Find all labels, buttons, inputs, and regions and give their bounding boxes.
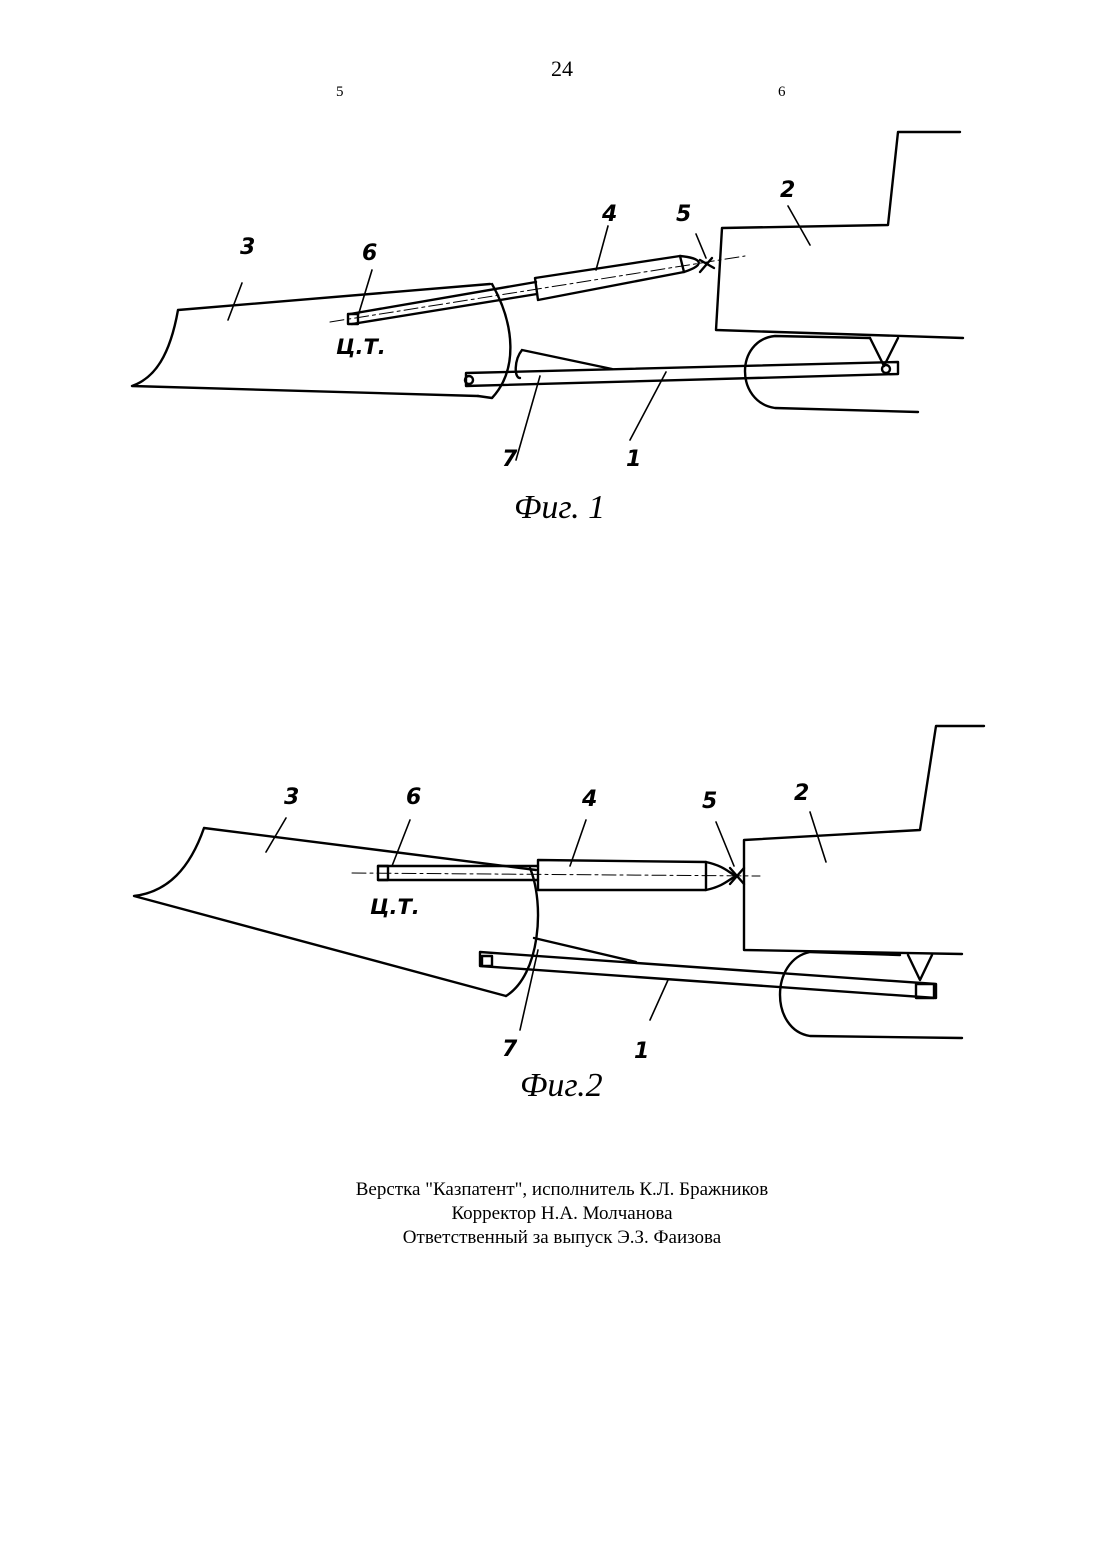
- fig1-label-3: 3: [240, 235, 255, 260]
- fig2-label-7: 7: [502, 1037, 518, 1062]
- blade: [132, 284, 490, 396]
- footer-layout-credit: Верстка "Казпатент", исполнитель К.Л. Бр…: [0, 1178, 1100, 1202]
- push-arm: [480, 952, 936, 998]
- blade: [134, 828, 536, 996]
- fig2-label-ct: Ц.Т.: [370, 895, 420, 919]
- fig1-label-5: 5: [676, 202, 691, 227]
- fig2-label-5: 5: [702, 789, 717, 814]
- figure-1-drawing: 3 6 4 5 2 Ц.Т. 7 1 Фиг. 1: [0, 0, 1100, 540]
- footer-credits: Верстка "Казпатент", исполнитель К.Л. Бр…: [0, 1178, 1100, 1250]
- fig1-caption: Фиг. 1: [514, 489, 605, 526]
- fig1-label-ct: Ц.Т.: [336, 335, 386, 359]
- figure-2-drawing: 3 6 4 5 2 Ц.Т. 7 1 Фиг.2: [0, 700, 1100, 1200]
- footer-responsible-credit: Ответственный за выпуск Э.З. Фаизова: [0, 1226, 1100, 1250]
- fig2-label-1: 1: [634, 1039, 649, 1064]
- fig1-label-2: 2: [780, 178, 795, 203]
- footer-corrector-credit: Корректор Н.А. Молчанова: [0, 1202, 1100, 1226]
- fig2-label-4: 4: [581, 787, 597, 812]
- tractor-body: [744, 726, 984, 954]
- bracket: [516, 350, 612, 378]
- fig2-caption: Фиг.2: [520, 1067, 603, 1104]
- fig2-label-2: 2: [794, 781, 809, 806]
- tractor-body: [716, 132, 963, 338]
- fig1-label-4: 4: [601, 202, 617, 227]
- blade-arc: [506, 868, 538, 996]
- fig1-label-6: 6: [362, 241, 377, 266]
- fig1-label-1: 1: [626, 447, 641, 472]
- fig1-label-7: 7: [502, 447, 518, 472]
- fig2-label-3: 3: [284, 785, 299, 810]
- push-arm: [466, 362, 898, 386]
- fig2-label-6: 6: [406, 785, 421, 810]
